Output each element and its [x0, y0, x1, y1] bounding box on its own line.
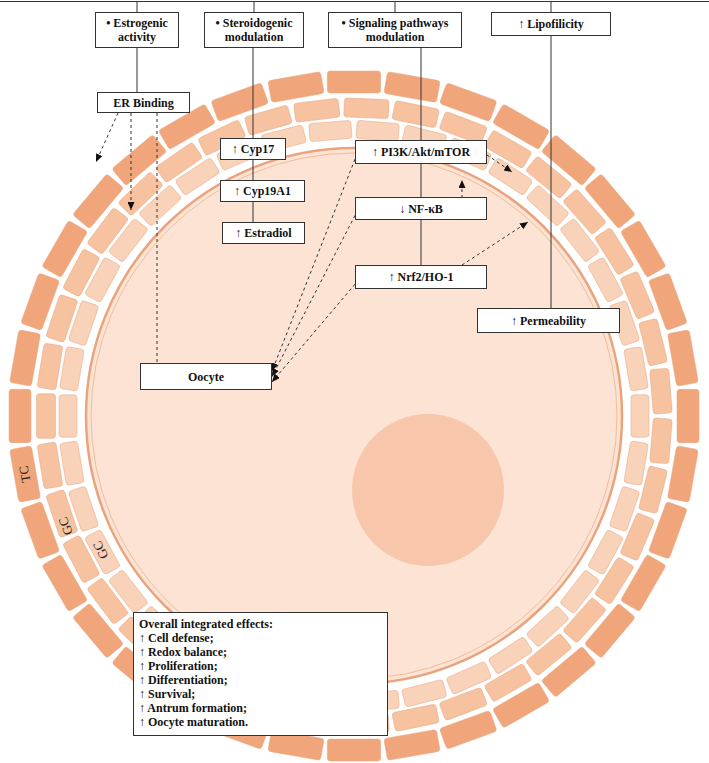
dashed-arrow	[487, 155, 512, 172]
connector-line	[137, 48, 138, 92]
box-text: ↑ PI3K/Akt/mTOR	[372, 145, 470, 159]
connector-line	[253, 48, 254, 138]
cell-tile	[10, 330, 41, 386]
cell-layer-label: TC	[16, 464, 35, 483]
dashed-arrow	[462, 180, 463, 198]
text-box: ↑ Cyp17	[220, 138, 286, 160]
cell-tile	[10, 446, 41, 502]
box-text: • Signaling pathways modulation	[333, 16, 457, 44]
dashed-connector	[157, 113, 158, 363]
connector-line	[253, 202, 254, 222]
effect-item: ↑ Survival;	[139, 687, 195, 701]
cell-tile	[327, 71, 380, 93]
cell-tile	[624, 441, 649, 486]
box-text: ↓ NF-κB	[399, 202, 443, 216]
cell-tile	[344, 98, 389, 119]
nucleus	[352, 414, 504, 566]
cell-tile	[439, 687, 487, 721]
cell-tile	[631, 395, 649, 437]
cell-tile	[9, 389, 31, 442]
cell-tile	[484, 130, 532, 169]
cell-tile	[624, 347, 649, 392]
box-text: ↑ Permeability	[511, 314, 586, 328]
cell-tile	[309, 120, 353, 141]
cell-tile	[650, 368, 673, 414]
dashed-arrow	[96, 113, 118, 162]
cell-tile	[609, 486, 640, 532]
cell-tile	[60, 347, 85, 392]
box-text: ER Binding	[113, 96, 173, 110]
text-box: ↑ Cyp19A1	[220, 180, 305, 202]
connector-line	[551, 36, 552, 308]
box-text: Overall integrated effects:	[139, 617, 273, 631]
cell-tile	[268, 72, 324, 103]
text-box: Oocyte	[140, 363, 272, 390]
box-text: ↑ Cyp19A1	[234, 184, 291, 198]
branch-line	[395, 2, 396, 13]
cell-layer-label: GC	[90, 539, 113, 562]
effect-item: ↑ Oocyte maturation.	[139, 715, 248, 729]
connector-line	[421, 220, 422, 265]
branch-line	[551, 2, 552, 13]
connector-line	[421, 48, 422, 140]
effect-item: ↑ Proliferation;	[139, 659, 218, 673]
text-box: • Steroidogenic modulation	[204, 12, 304, 48]
box-text: • Estrogenic activity	[100, 16, 174, 44]
cell-tile	[327, 739, 380, 761]
cell-tile	[37, 442, 63, 489]
cell-tile	[59, 395, 77, 437]
text-box: ↑ Nrf2/HO-1	[355, 265, 487, 289]
connector-line	[421, 164, 422, 197]
cell-tile	[484, 663, 532, 702]
cell-tile	[68, 300, 99, 346]
cell-tile	[356, 120, 400, 141]
dashed-connector	[272, 284, 355, 382]
cell-tile	[667, 330, 698, 386]
text-box: • Signaling pathways modulation	[328, 12, 462, 48]
cell-tile	[667, 446, 698, 502]
dashed-arrow	[462, 222, 528, 265]
dashed-arrow	[131, 113, 132, 210]
cell-tile	[112, 135, 167, 186]
connector-line	[253, 160, 254, 180]
box-text: ↑ Nrf2/HO-1	[389, 270, 454, 284]
cell-tile	[402, 679, 447, 707]
cell-tile	[294, 98, 341, 122]
oocyte-cell	[86, 148, 622, 684]
cell-layer-label: GC	[56, 515, 77, 538]
cell-tile	[37, 343, 63, 390]
text-box: ↓ NF-κB	[355, 197, 487, 220]
effect-item: ↑ Redox balance;	[139, 645, 227, 659]
text-box: ↑ Permeability	[477, 308, 620, 333]
text-box: ↑ Estradiol	[222, 222, 305, 244]
box-text: Oocyte	[188, 370, 224, 384]
text-box: ↑ PI3K/Akt/mTOR	[355, 140, 487, 164]
effect-item: ↑ Antrum formation;	[139, 701, 247, 715]
branch-line	[254, 2, 255, 13]
cell-tile	[392, 100, 440, 128]
box-text: ↑ Estradiol	[235, 226, 291, 240]
box-text: ↑ Lipofilicity	[518, 17, 584, 31]
cell-tile	[37, 394, 56, 439]
summary-box: Overall integrated effects:↑ Cell defens…	[133, 612, 388, 736]
zona-ring	[91, 153, 617, 679]
cell-tile	[677, 389, 699, 442]
box-text: • Steroidogenic modulation	[209, 16, 299, 44]
text-box: ↑ Lipofilicity	[491, 12, 611, 36]
text-box: • Estrogenic activity	[95, 12, 179, 48]
box-text: ↑ Cyp17	[232, 142, 274, 156]
top-bar	[0, 1, 709, 2]
cell-tile	[384, 72, 440, 103]
cell-tile	[392, 704, 440, 732]
effect-item: ↑ Cell defense;	[139, 631, 214, 645]
effect-item: ↑ Differentiation;	[139, 673, 228, 687]
text-box: ER Binding	[97, 92, 190, 113]
branch-line	[137, 2, 138, 13]
cell-tile	[650, 418, 673, 464]
cell-tile	[60, 441, 85, 486]
cell-tile	[384, 729, 440, 760]
